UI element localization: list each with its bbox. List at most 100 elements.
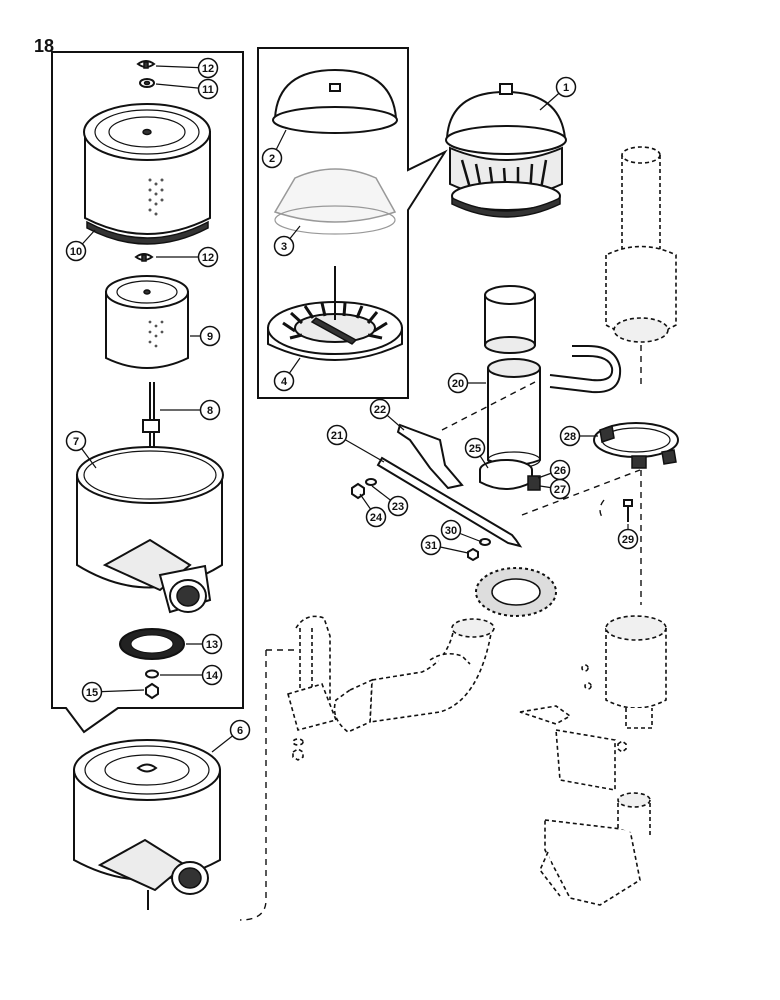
callout-circle bbox=[261, 147, 283, 169]
bracket-22 bbox=[396, 423, 464, 490]
vane-ring-4 bbox=[267, 266, 403, 361]
u-bolt bbox=[549, 345, 622, 394]
callout-number: 2 bbox=[269, 153, 275, 165]
callout-30: 30 bbox=[440, 519, 483, 543]
callout-4: 4 bbox=[273, 357, 301, 392]
callout-circle bbox=[617, 528, 639, 550]
cone-screen-3 bbox=[273, 168, 397, 235]
clamp-28 bbox=[593, 422, 679, 469]
nut-15 bbox=[145, 682, 159, 700]
callout-circle bbox=[440, 519, 462, 541]
callout-number: 21 bbox=[331, 430, 343, 442]
callout-number: 13 bbox=[206, 639, 218, 651]
callout-number: 3 bbox=[281, 241, 287, 253]
callout-20: 20 bbox=[447, 372, 486, 394]
cover-screen-10 bbox=[83, 103, 211, 245]
callout-number: 15 bbox=[86, 687, 98, 699]
callout-number: 24 bbox=[370, 512, 383, 524]
callout-23: 23 bbox=[371, 485, 409, 517]
callout-24: 24 bbox=[359, 493, 387, 528]
callout-number: 12 bbox=[202, 252, 214, 264]
callout-circle bbox=[365, 506, 387, 528]
cap-2 bbox=[272, 68, 398, 134]
left-panel-frame bbox=[51, 51, 244, 734]
callout-circle bbox=[199, 399, 221, 421]
leader-line bbox=[599, 499, 605, 521]
nut-24 bbox=[351, 482, 365, 500]
callout-circle bbox=[197, 57, 219, 79]
callout-12: 12 bbox=[155, 57, 219, 79]
callout-circle bbox=[201, 633, 223, 655]
callout-number: 27 bbox=[554, 484, 566, 496]
page-number: 18 bbox=[34, 36, 55, 56]
callout-circle bbox=[447, 372, 469, 394]
callout-number: 22 bbox=[374, 404, 386, 416]
callout-25: 25 bbox=[464, 437, 489, 469]
callout-circle bbox=[273, 235, 295, 257]
callout-10: 10 bbox=[65, 229, 96, 262]
callout-number: 28 bbox=[564, 431, 576, 443]
callout-circle bbox=[559, 425, 581, 447]
callout-number: 11 bbox=[202, 84, 214, 96]
callout-number: 26 bbox=[554, 465, 566, 477]
tube-20 bbox=[484, 285, 541, 469]
callout-21: 21 bbox=[326, 424, 385, 463]
callout-circle bbox=[273, 370, 295, 392]
callout-circle bbox=[229, 719, 251, 741]
callout-6: 6 bbox=[211, 719, 251, 753]
callout-number: 7 bbox=[73, 436, 79, 448]
callout-circle bbox=[65, 430, 87, 452]
callout-2: 2 bbox=[261, 129, 287, 169]
callout-circle bbox=[420, 534, 442, 556]
callout-number: 23 bbox=[392, 501, 404, 513]
wing-nut-top bbox=[136, 60, 156, 69]
callout-circle bbox=[464, 437, 486, 459]
u-bolt-bracket-left bbox=[287, 615, 338, 761]
callout-circle bbox=[387, 495, 409, 517]
callout-15: 15 bbox=[81, 681, 145, 703]
callout-1: 1 bbox=[539, 76, 577, 111]
callout-circle bbox=[326, 424, 348, 446]
gasket-ring bbox=[475, 567, 557, 617]
callout-number: 6 bbox=[237, 725, 243, 737]
callout-22: 22 bbox=[369, 398, 405, 431]
inset-panel-frame bbox=[257, 47, 448, 399]
callout-number: 29 bbox=[622, 534, 634, 546]
callout-number: 9 bbox=[207, 331, 213, 343]
callout-11: 11 bbox=[155, 78, 219, 100]
callout-number: 31 bbox=[425, 540, 437, 552]
callout-27: 27 bbox=[539, 478, 571, 500]
leader-line bbox=[239, 650, 267, 921]
callout-29: 29 bbox=[617, 524, 639, 550]
callout-number: 12 bbox=[202, 63, 214, 75]
callout-circle bbox=[197, 246, 219, 268]
strap-21 bbox=[376, 456, 523, 548]
callout-circle bbox=[81, 681, 103, 703]
nut-31 bbox=[467, 547, 479, 562]
bolt-29 bbox=[623, 499, 633, 522]
body-7 bbox=[76, 446, 224, 614]
callout-layer: 1234678910111212131415202122232425262728… bbox=[65, 57, 639, 753]
callout-number: 20 bbox=[452, 378, 464, 390]
callout-14: 14 bbox=[160, 664, 223, 686]
callout-12: 12 bbox=[156, 246, 219, 268]
callout-circle bbox=[201, 664, 223, 686]
callout-number: 30 bbox=[445, 525, 457, 537]
callout-13: 13 bbox=[186, 633, 223, 655]
elbow-casting bbox=[539, 792, 651, 906]
band-clamp-25 bbox=[479, 459, 541, 491]
callout-number: 14 bbox=[206, 670, 219, 682]
callout-9: 9 bbox=[190, 325, 221, 347]
callout-circle bbox=[555, 76, 577, 98]
wing-nut-middle bbox=[134, 253, 154, 262]
callout-circle bbox=[199, 325, 221, 347]
callout-26: 26 bbox=[537, 459, 571, 481]
callout-3: 3 bbox=[273, 225, 301, 257]
intake-pipe-upper bbox=[605, 146, 677, 343]
callout-31: 31 bbox=[420, 534, 469, 556]
seal-13 bbox=[119, 628, 185, 660]
callout-number: 25 bbox=[469, 443, 481, 455]
callout-number: 4 bbox=[281, 376, 288, 388]
callout-7: 7 bbox=[65, 430, 97, 469]
